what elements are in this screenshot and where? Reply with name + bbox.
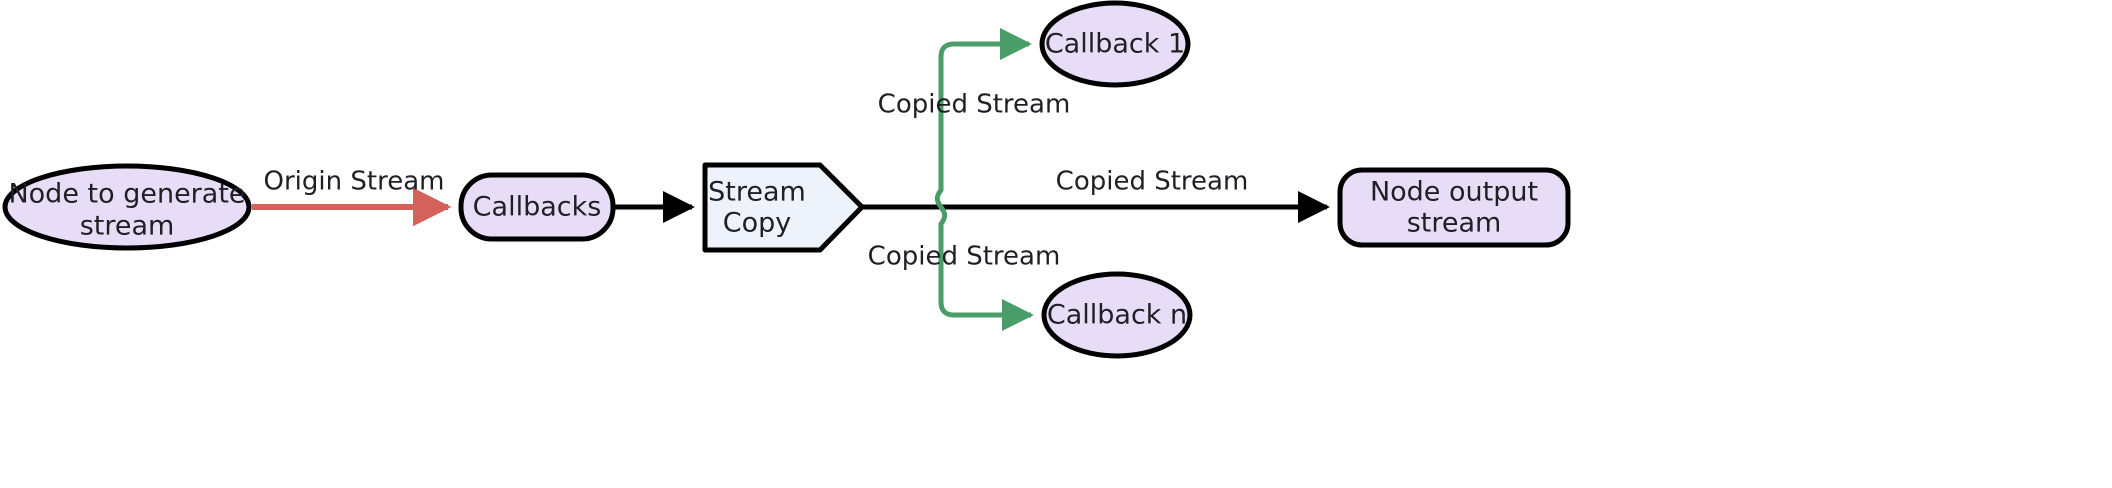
edge-copied-stream-top: Copied Stream (878, 27, 1071, 209)
node-callbacks-label: Callbacks (473, 192, 602, 223)
edge-origin-stream: Origin Stream (252, 167, 452, 227)
node-stream-copy[interactable]: Stream Copy (702, 162, 865, 253)
node-to-generate-stream-label-line1: Node to generate (8, 179, 245, 210)
node-callback-n[interactable]: Callback n (1041, 271, 1193, 359)
node-to-generate-stream-label-line2: stream (80, 211, 175, 242)
node-to-generate-stream-shape[interactable] (2, 163, 252, 251)
edge-copied-stream-middle: Copied Stream (859, 167, 1330, 224)
node-output-stream-label-line2: stream (1407, 208, 1502, 239)
edge-label-copied-stream-bottom: Copied Stream (868, 242, 1061, 272)
edge-label-copied-stream-middle: Copied Stream (1056, 167, 1249, 197)
node-callbacks-shape[interactable] (458, 172, 616, 242)
node-output-stream-label-line1: Node output (1370, 177, 1538, 208)
node-node-to-generate-stream[interactable]: Node to generate stream (2, 163, 252, 251)
node-callback-1-shape[interactable] (1039, 0, 1191, 88)
node-stream-copy-label-line1: Stream (708, 177, 806, 208)
node-callback-1[interactable]: Callback 1 (1039, 0, 1191, 88)
node-callbacks[interactable]: Callbacks (458, 172, 616, 242)
edge-copied-stream-bottom-path (938, 205, 1034, 332)
node-callback-n-shape[interactable] (1041, 271, 1193, 359)
edge-label-origin-stream: Origin Stream (264, 167, 445, 197)
node-callback-n-label: Callback n (1047, 300, 1187, 331)
node-stream-copy-label-line2: Copy (723, 208, 792, 239)
node-stream-copy-shape[interactable] (702, 162, 865, 253)
node-node-output-stream[interactable]: Node output stream (1337, 167, 1571, 248)
edge-copied-stream-top-path (934, 27, 1032, 209)
node-output-stream-shape[interactable] (1337, 167, 1571, 248)
edge-label-copied-stream-top: Copied Stream (878, 90, 1071, 120)
edge-copied-stream-bottom: Copied Stream (868, 205, 1061, 332)
node-callback-1-label: Callback 1 (1045, 29, 1185, 60)
